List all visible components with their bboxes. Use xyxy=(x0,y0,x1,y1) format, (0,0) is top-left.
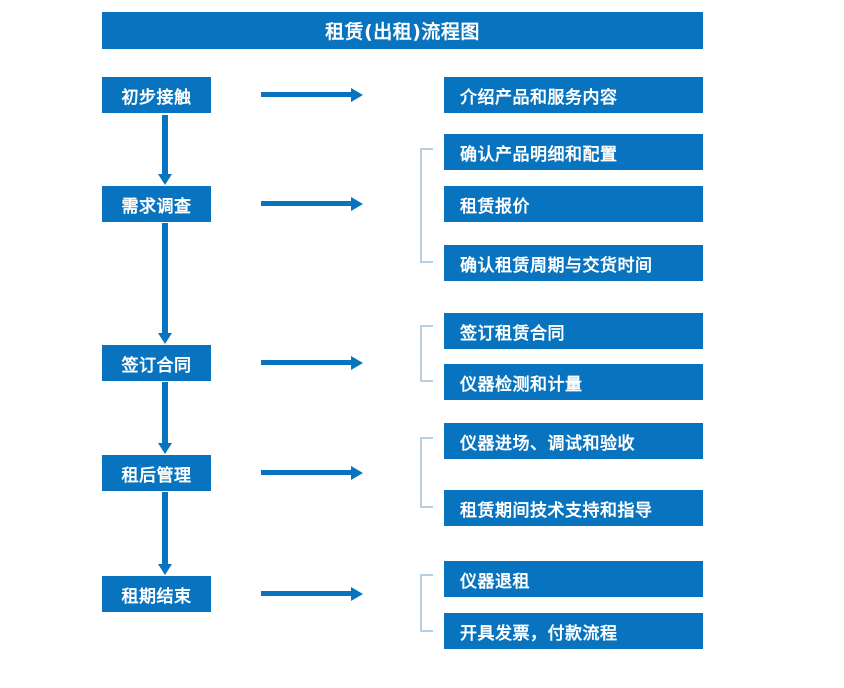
group-bracket xyxy=(420,325,433,382)
detail-box: 介绍产品和服务内容 xyxy=(444,77,703,113)
stage-box: 租期结束 xyxy=(102,576,211,612)
group-bracket xyxy=(420,148,433,263)
group-bracket xyxy=(420,574,433,632)
arrow-down-icon xyxy=(157,382,173,454)
group-bracket xyxy=(420,437,433,508)
diagram-title: 租赁(出租)流程图 xyxy=(102,12,703,49)
arrow-down-icon xyxy=(157,223,173,344)
detail-box: 仪器退租 xyxy=(444,561,703,597)
arrow-right-icon xyxy=(261,87,363,103)
arrow-right-icon xyxy=(261,586,363,602)
detail-box: 确认租赁周期与交货时间 xyxy=(444,245,703,281)
arrow-down-icon xyxy=(157,492,173,575)
stage-box: 初步接触 xyxy=(102,77,211,113)
stage-box: 租后管理 xyxy=(102,455,211,491)
arrow-right-icon xyxy=(261,355,363,371)
stage-box: 签订合同 xyxy=(102,345,211,381)
arrow-right-icon xyxy=(261,465,363,481)
detail-box: 开具发票，付款流程 xyxy=(444,613,703,649)
detail-box: 租赁期间技术支持和指导 xyxy=(444,490,703,526)
arrow-right-icon xyxy=(261,196,363,212)
detail-box: 租赁报价 xyxy=(444,186,703,222)
detail-box: 签订租赁合同 xyxy=(444,313,703,349)
detail-box: 确认产品明细和配置 xyxy=(444,134,703,170)
stage-box: 需求调查 xyxy=(102,186,211,222)
arrow-down-icon xyxy=(157,115,173,185)
detail-box: 仪器进场、调试和验收 xyxy=(444,423,703,459)
detail-box: 仪器检测和计量 xyxy=(444,364,703,400)
